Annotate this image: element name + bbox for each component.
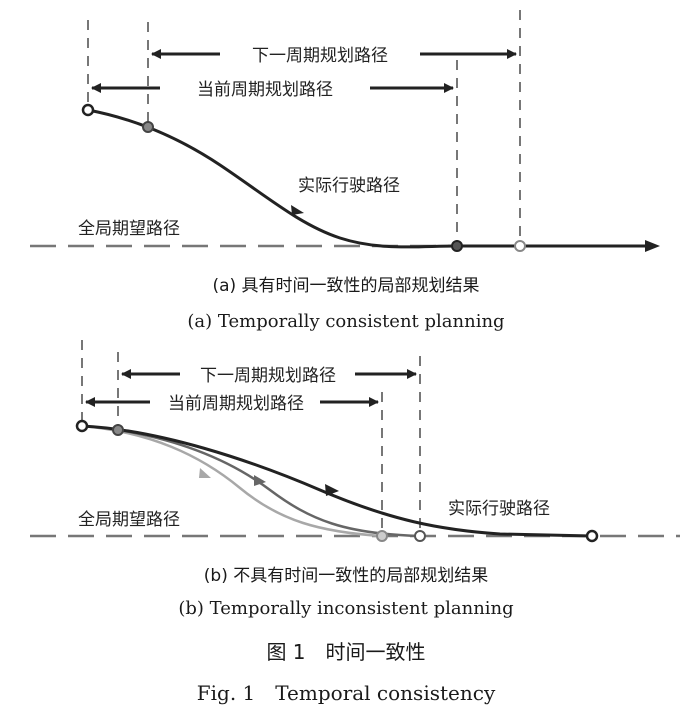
panel-a-global-label: 全局期望路径: [78, 219, 180, 239]
panel-b-current-label: 当前周期规划路径: [168, 394, 304, 414]
panel-b-global-label: 全局期望路径: [78, 510, 180, 530]
panel-b-arrow-2: [254, 475, 266, 486]
panel-b-next-label: 下一周期规划路径: [200, 366, 336, 386]
panel-a-caption-en: (a) Temporally consistent planning: [187, 311, 505, 332]
panel-a-start-node: [81, 103, 95, 117]
panel-b-end-node: [585, 529, 599, 543]
panel-a-node: [514, 240, 526, 252]
panel-a-caption-cn: (a) 具有时间一致性的局部规划结果: [212, 276, 480, 296]
panel-b-planned-path-2: [117, 428, 421, 538]
figure-caption-cn: 图 1 时间一致性: [266, 640, 426, 664]
panel-b-diagram: 下一周期规划路径 当前周期规划路径 实际行驶路径 全局期望路径: [30, 340, 680, 543]
panel-a-node: [451, 240, 463, 252]
panel-a-next-label: 下一周期规划路径: [252, 46, 388, 66]
panel-b-node: [414, 530, 426, 542]
panel-b-arrow-3: [325, 484, 339, 496]
panel-a-node: [142, 121, 154, 133]
panel-a-diagram: 下一周期规划路径 当前周期规划路径 实际行驶路径 全局期望路径: [30, 10, 660, 252]
panel-b-node: [376, 530, 388, 542]
panel-b-planned-path-1: [81, 424, 383, 538]
panel-b-caption-en: (b) Temporally inconsistent planning: [178, 598, 514, 619]
panel-b-arrow-1: [199, 468, 211, 478]
panel-a-current-label: 当前周期规划路径: [197, 80, 333, 100]
panel-a-actual-label: 实际行驶路径: [298, 176, 400, 196]
figure-caption-en: Fig. 1 Temporal consistency: [196, 681, 496, 705]
panel-b-start-node: [75, 419, 89, 433]
panel-b-node: [112, 424, 124, 436]
panel-a-arrow-mid: [291, 205, 304, 215]
panel-b-actual-path: [81, 424, 593, 538]
panel-b-actual-label: 实际行驶路径: [448, 499, 550, 519]
panel-b-caption-cn: (b) 不具有时间一致性的局部规划结果: [203, 566, 489, 586]
panel-a-arrow-end: [645, 240, 660, 252]
